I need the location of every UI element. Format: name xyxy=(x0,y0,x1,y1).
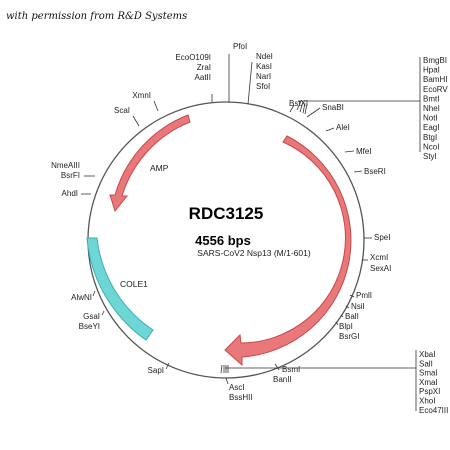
site-label-kasi: KasI xyxy=(256,62,272,71)
site-tick-scai xyxy=(132,115,140,127)
site-tick-mfei xyxy=(344,150,355,153)
site-label-sexai: SexAI xyxy=(370,264,391,273)
site-label-xmni: XmnI xyxy=(132,91,151,100)
mcs-top-label-btgi: BtgI xyxy=(423,133,437,142)
site-tick-gsai xyxy=(101,310,105,316)
mcs-top-label-ncoi: NcoI xyxy=(423,142,439,151)
site-tick-bali xyxy=(340,314,344,318)
mcs-top-label-bmgbi: BmgBI xyxy=(423,56,447,65)
site-tick-pmli xyxy=(349,294,355,298)
site-tick-bsmi xyxy=(274,363,280,371)
mcs-bottom-label-xhoi: XhoI xyxy=(419,397,435,406)
insert-label: SARS-CoV2 Nsp13 (M/1-601) xyxy=(197,248,311,258)
mcs-top-label-nhei: NheI xyxy=(423,104,440,113)
mcs-top-label-eagi: EagI xyxy=(423,123,439,132)
site-tick-xmni xyxy=(153,100,159,112)
plasmid-name: RDC3125 xyxy=(189,204,264,223)
site-label-nmeaiii: NmeAIII xyxy=(51,161,80,170)
site-label-bali: BalI xyxy=(345,312,359,321)
mcs-top-label-hpai: HpaI xyxy=(423,66,440,75)
mcs-bottom-label-pspxi: PspXI xyxy=(419,387,440,396)
site-label-snabi: SnaBI xyxy=(322,103,344,112)
site-label-bsmi: BsmI xyxy=(282,365,300,374)
site-label-xcmi: XcmI xyxy=(370,253,388,262)
amp-label: AMP xyxy=(150,163,169,173)
mcs-bottom-label-xbai: XbaI xyxy=(419,350,435,359)
site-label-pmli: PmlI xyxy=(356,291,372,300)
site-label-bsrgi: BsrGI xyxy=(339,332,359,341)
mcs-top-ticks xyxy=(296,100,308,115)
site-tick-bseri xyxy=(353,170,363,173)
site-tick-alei xyxy=(325,127,335,132)
site-tick-snabi xyxy=(306,107,321,118)
mcs-top-group: BmgBIHpaIBamHIEcoRVBmtINheINotIEagIBtgIN… xyxy=(296,56,448,161)
site-label-zrai: ZraI xyxy=(197,63,211,72)
site-tick-nsii xyxy=(345,305,350,309)
site-label-asci: AscI xyxy=(229,383,245,392)
mcs-bottom-ticks xyxy=(220,364,229,374)
site-label-spei: SpeI xyxy=(374,233,390,242)
mcs-top-label-styi: StyI xyxy=(423,152,437,161)
site-tick-bstxi xyxy=(289,104,295,113)
site-label-banii: BanII xyxy=(273,375,292,384)
site-label-mfei: MfeI xyxy=(356,147,372,156)
plasmid-size: 4556 bps xyxy=(195,233,251,248)
site-label-bsrfi: BsrFI xyxy=(61,171,80,180)
mcs-bottom-label-smai: SmaI xyxy=(419,369,438,378)
mcs-bottom-label-xmai: XmaI xyxy=(419,378,438,387)
site-label-scai: ScaI xyxy=(114,106,130,115)
site-tick-asci xyxy=(225,377,229,385)
mcs-top-label-ecorv: EcoRV xyxy=(423,85,448,94)
mcs-bottom-label-eco47iii: Eco47III xyxy=(419,406,448,415)
site-label-bseyi: BseYI xyxy=(79,322,100,331)
site-label-alei: AleI xyxy=(336,123,350,132)
site-label-nsii: NsiI xyxy=(351,302,365,311)
mcs-top-label-bmti: BmtI xyxy=(423,94,439,103)
site-label-ecoo109i: EcoO109I xyxy=(175,53,211,62)
amp-arrow xyxy=(109,114,191,213)
cole1-label: COLE1 xyxy=(120,279,148,289)
mcs-top-label-noti: NotI xyxy=(423,114,438,123)
insert-arrow xyxy=(224,135,352,367)
site-label-ndei: NdeI xyxy=(256,52,273,61)
site-label-alwni: AlwNI xyxy=(71,293,92,302)
site-tick-blpi xyxy=(335,321,339,326)
site-label-pfoi: PfoI xyxy=(233,42,247,51)
site-label-sapi: SapI xyxy=(148,366,164,375)
credit-text: with permission from R&D Systems xyxy=(6,11,187,22)
cole1-block xyxy=(86,237,154,341)
site-label-bsshii: BssHII xyxy=(229,393,253,402)
site-label-blpi: BlpI xyxy=(339,322,353,331)
site-tick-sapi xyxy=(165,362,170,370)
site-tick-ndei xyxy=(247,61,253,105)
site-tick-alwni xyxy=(92,290,96,297)
site-label-bseri: BseRI xyxy=(364,167,386,176)
site-label-gsai: GsaI xyxy=(83,312,100,321)
site-label-ahdi: AhdI xyxy=(62,189,78,198)
mcs-bottom-label-sali: SalI xyxy=(419,359,433,368)
site-label-sfoi: SfoI xyxy=(256,82,270,91)
site-label-bstxi: BstXI xyxy=(289,99,308,108)
site-label-nari: NarI xyxy=(256,72,271,81)
mcs-top-label-bamhi: BamHI xyxy=(423,75,447,84)
site-label-aatii: AatII xyxy=(195,73,211,82)
